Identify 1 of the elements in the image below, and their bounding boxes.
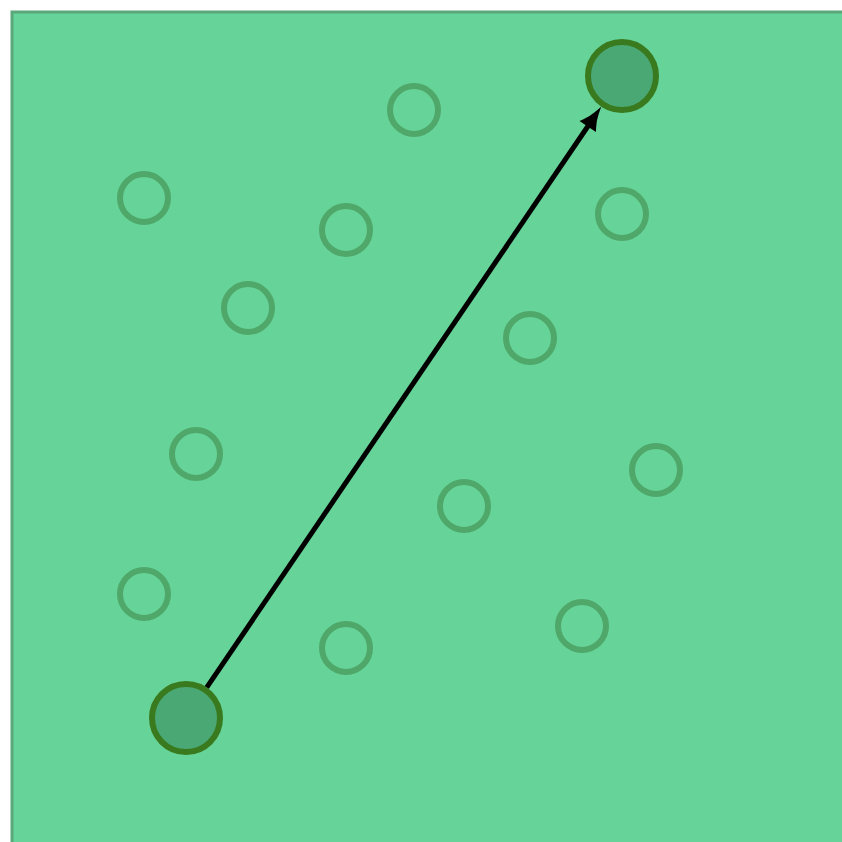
arrow xyxy=(204,111,599,689)
